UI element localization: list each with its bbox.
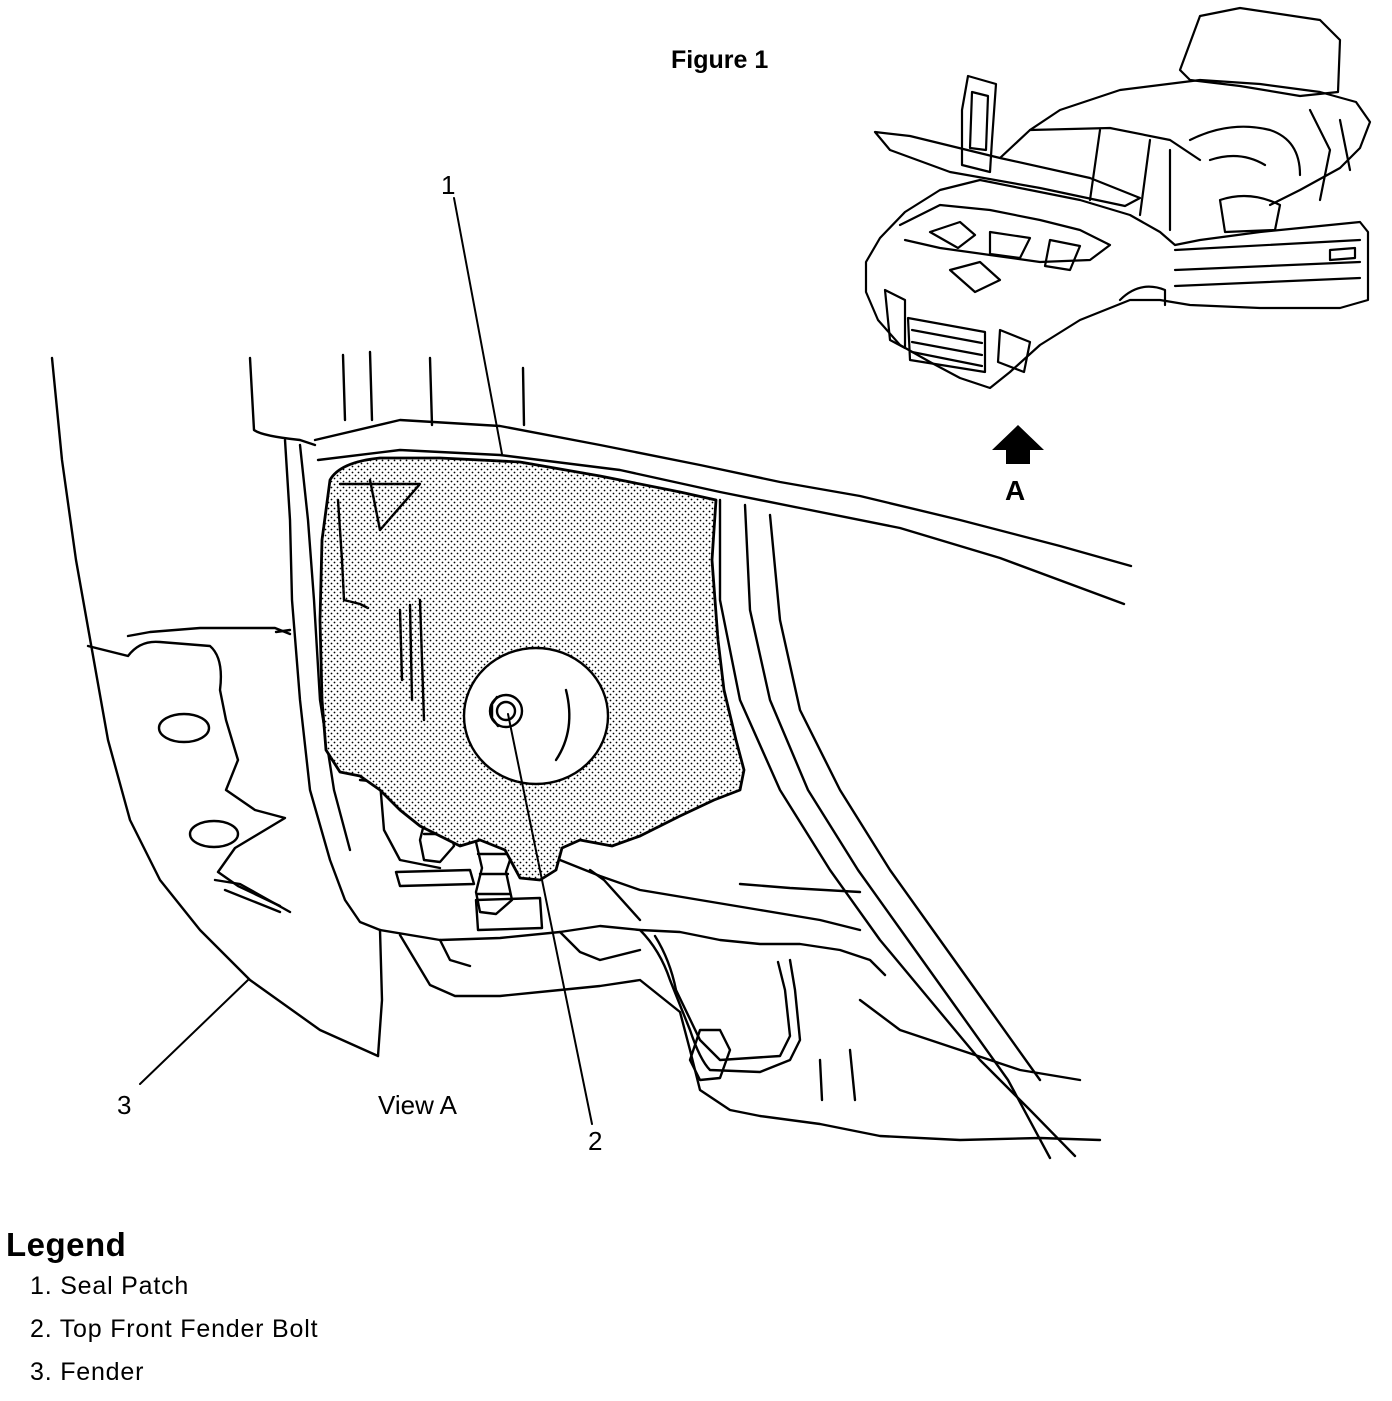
callout-number-3: 3: [117, 1090, 132, 1120]
legend-item-number: 2.: [30, 1315, 53, 1343]
legend-item-label: Seal Patch: [60, 1272, 190, 1300]
legend-item: 1. Seal Patch: [30, 1272, 318, 1315]
legend-item: 3. Fender: [30, 1358, 318, 1401]
figure-title: Figure 1: [671, 46, 769, 74]
legend-item-number: 3.: [30, 1358, 53, 1386]
legend-item-label: Fender: [60, 1358, 145, 1386]
legend-item-label: Top Front Fender Bolt: [59, 1315, 319, 1343]
legend-list: 1. Seal Patch 2. Top Front Fender Bolt 3…: [6, 1272, 318, 1401]
view-direction-arrow: [992, 425, 1044, 464]
legend: Legend 1. Seal Patch 2. Top Front Fender…: [6, 1226, 318, 1401]
vehicle-locator-illustration: [864, 6, 1372, 390]
legend-item: 2. Top Front Fender Bolt: [30, 1315, 318, 1358]
legend-item-number: 1.: [30, 1272, 53, 1300]
legend-title: Legend: [6, 1226, 127, 1263]
fender-area-detail-view: [50, 197, 1133, 1160]
callout-number-2: 2: [588, 1126, 603, 1156]
callout-number-1: 1: [441, 170, 456, 200]
view-arrow-label: A: [1005, 475, 1026, 506]
view-label: View A: [378, 1090, 458, 1120]
